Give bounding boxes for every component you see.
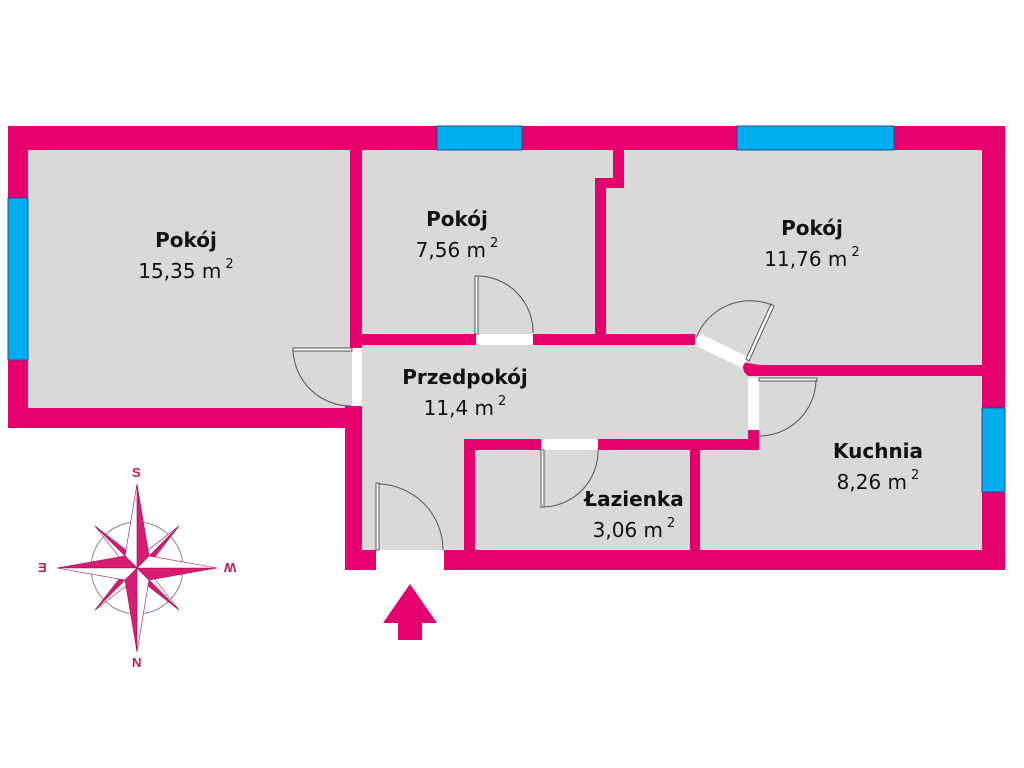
compass-label-bottom: N bbox=[132, 655, 142, 670]
floor-pokoj-3 bbox=[606, 150, 982, 365]
door-entrance[interactable] bbox=[375, 482, 380, 551]
compass-rose-icon bbox=[56, 483, 218, 653]
floor-przedpokoj bbox=[362, 345, 748, 550]
window-right-kitchen bbox=[981, 407, 1006, 493]
door-pokoj-1[interactable] bbox=[292, 347, 353, 352]
floors bbox=[28, 150, 982, 550]
compass-label-left: E bbox=[38, 560, 47, 575]
room-name: Pokój bbox=[426, 207, 488, 231]
room-name: Pokój bbox=[155, 228, 217, 252]
floor-lazienka bbox=[475, 450, 690, 550]
door-kuchnia[interactable] bbox=[758, 377, 818, 382]
window-left bbox=[7, 197, 29, 361]
floor-kuchnia bbox=[700, 376, 982, 550]
room-name: Przedpokój bbox=[402, 365, 528, 389]
room-name: Łazienka bbox=[584, 487, 684, 511]
door-lazienka[interactable] bbox=[540, 449, 545, 508]
entrance-arrow-icon bbox=[383, 584, 437, 640]
window-top-1 bbox=[436, 125, 523, 151]
windows bbox=[7, 125, 1006, 493]
compass-label-right: W bbox=[224, 560, 237, 575]
door-pokoj-2[interactable] bbox=[474, 275, 479, 335]
door-openings bbox=[352, 334, 759, 570]
door-swings[interactable] bbox=[292, 275, 818, 551]
room-name: Kuchnia bbox=[832, 439, 924, 463]
floor-pokoj-1 bbox=[28, 150, 352, 408]
floor-pokoj-2 bbox=[362, 150, 613, 335]
window-top-2 bbox=[736, 125, 895, 151]
room-name: Pokój bbox=[781, 216, 843, 240]
door-pokoj-3[interactable] bbox=[745, 303, 775, 362]
compass-label-top: S bbox=[132, 465, 141, 480]
